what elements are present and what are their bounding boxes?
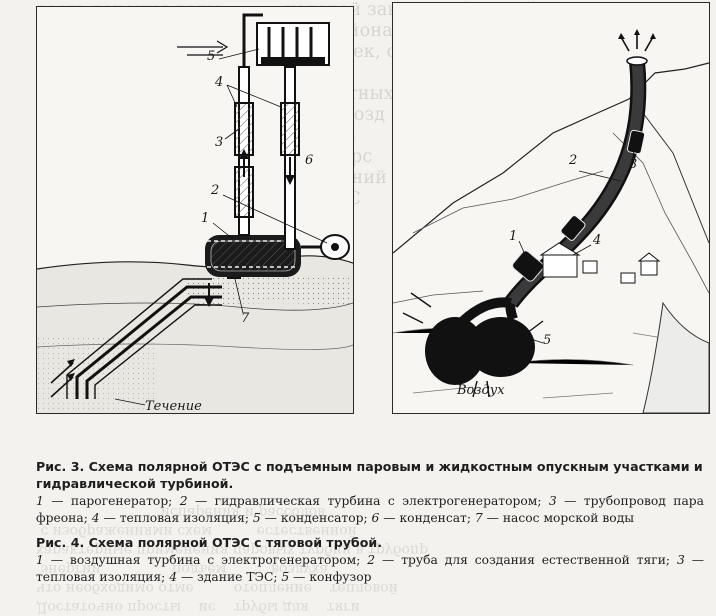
figure-3-legend-item-number: 1 <box>36 494 44 508</box>
figure-4-diagram: 2 3 1 4 5 Воздух <box>392 2 710 414</box>
figure-3-legend-item-text: — конденсатор; <box>260 510 372 525</box>
figure-4-legend-item-text: — здание ТЭС; <box>177 569 282 584</box>
figure-3-label-5: 5 <box>207 49 216 64</box>
figure-3-legend-item-number: 7 <box>474 510 483 525</box>
figure-3-legend-item-number: 6 <box>371 510 380 525</box>
figure-4-legend-item-number: 3 <box>676 553 685 567</box>
figure-4-label-4: 4 <box>593 233 602 248</box>
figure-4-legend-item-text: — конфузор <box>289 569 372 584</box>
figure-3-legend-item-text: — гидравлическая турбина с электрогенера… <box>187 494 549 508</box>
figure-captions: Рис. 3. Схема полярной ОТЭС с подъемным … <box>36 458 704 585</box>
figure-3-legend-item-text: — насос морской воды <box>482 510 635 525</box>
figure-3-legend-item-number: 3 <box>548 494 557 508</box>
figure-3-legend: 1 — парогенератор; 2 — гидравлическая ту… <box>36 493 704 526</box>
figure-3-legend-item-number: 5 <box>252 510 261 525</box>
figure-3-legend-item-number: 4 <box>91 510 100 525</box>
figure-4-caption-title: Рис. 4. Схема полярной ОТЭС с тяговой тр… <box>36 535 382 550</box>
figure-3-label-3: 3 <box>215 135 224 150</box>
figure-3-caption-title: Рис. 3. Схема полярной ОТЭС с подъемным … <box>36 459 703 491</box>
figure-4-label-3: 3 <box>629 157 638 172</box>
figure-4-legend-item-text: — воздушная турбина с электрогенератором… <box>43 553 368 567</box>
figure-4-label-air: Воздух <box>457 383 505 398</box>
figure-3-label-current: Течение <box>145 399 202 414</box>
figure-3-label-2: 2 <box>211 183 220 198</box>
figure-4-label-5: 5 <box>543 333 552 348</box>
figure-4-legend-item-number: 5 <box>281 569 290 584</box>
figure-4-legend-item-number: 1 <box>36 553 44 567</box>
figure-3-legend-item-text: — тепловая изоляция; <box>99 510 253 525</box>
figure-4-legend-item-text: — тепловая изоляция; <box>36 553 704 584</box>
figure-3-legend-item-number: 2 <box>179 494 188 508</box>
figure-3-label-1: 1 <box>201 211 210 226</box>
figure-3-drawing <box>36 13 354 413</box>
figure-3-label-7: 7 <box>241 311 250 326</box>
figure-3-legend-item-text: — парогенератор; <box>43 494 180 508</box>
figure-4-legend-item-text: — труба для создания естественной тяги; <box>375 553 677 567</box>
figure-4-label-1: 1 <box>509 229 518 244</box>
figure-4-drawing <box>392 29 710 414</box>
figure-3-label-4: 4 <box>215 75 224 90</box>
figure-4-legend: 1 — воздушная турбина с электрогенератор… <box>36 552 704 585</box>
figure-3-label-6: 6 <box>305 153 314 168</box>
figure-3-legend-item-text: — трубопровод пара фреона; <box>36 494 704 525</box>
figure-4-legend-item-number: 2 <box>367 553 376 567</box>
figure-4-label-2: 2 <box>569 153 578 168</box>
figure-3-diagram: 5 4 3 6 2 1 7 Течение <box>36 6 354 414</box>
figure-4-legend-item-number: 4 <box>169 569 178 584</box>
figure-3-legend-item-text: — конденсат; <box>379 510 475 525</box>
